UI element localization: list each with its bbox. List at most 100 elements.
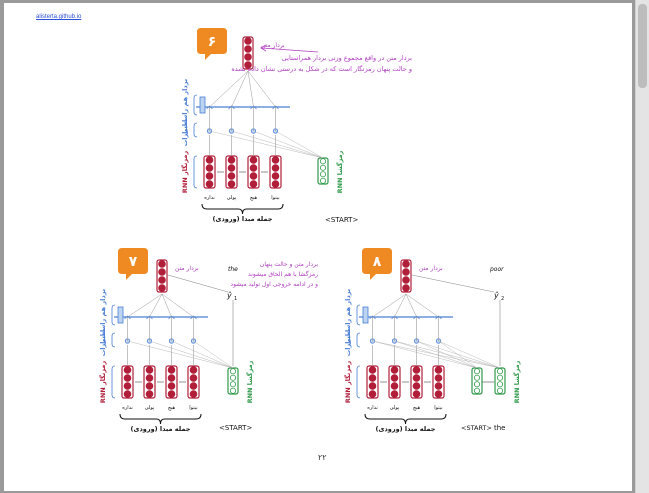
diagram_top-source-word: هیچ bbox=[250, 195, 258, 201]
svg-text:۸: ۸ bbox=[373, 254, 382, 270]
step-badge-8: ۸ bbox=[362, 248, 392, 280]
diagram_right-side-bracket bbox=[356, 365, 361, 399]
diagram_left-side-bracket bbox=[111, 332, 116, 348]
left-start-token: <START> bbox=[219, 424, 252, 432]
diagram_top-side-bracket bbox=[193, 122, 198, 138]
top-note-arrowhead bbox=[260, 44, 267, 52]
top-note-line: و حالت پنهان رمزنگار است که در شکل به در… bbox=[231, 65, 412, 73]
right-output-sub: 2 bbox=[501, 296, 504, 302]
diagram_top-context-vector bbox=[242, 36, 254, 70]
diagram_right-source-brace bbox=[364, 413, 447, 425]
diagram_top-source-caption: جمله مبدا (ورودی) bbox=[213, 215, 273, 223]
diagram_left-decoder-cell bbox=[227, 367, 239, 395]
step-badge-7: ۷ bbox=[118, 248, 148, 280]
diagram_left-scores-label: امتیازات bbox=[99, 330, 107, 357]
right-input-word: the bbox=[494, 424, 506, 432]
diagram_right-source-word: نداره bbox=[367, 405, 377, 411]
diagram_right-attention-highlight bbox=[362, 306, 369, 324]
diagram_left-side-bracket bbox=[111, 365, 116, 399]
diagram_top-source-brace bbox=[201, 203, 284, 215]
left-note-line: و در ادامه خروجی اول تولید میشود bbox=[230, 281, 318, 288]
diagram_top-context-label: بردار متن bbox=[261, 42, 285, 49]
svg-text:۶: ۶ bbox=[208, 34, 217, 50]
diagram_left-context-label: بردار متن bbox=[175, 265, 199, 272]
right-concat-line bbox=[411, 274, 495, 293]
diagram_top-side-bracket bbox=[193, 155, 198, 189]
diagram_left-attention-arrow bbox=[190, 315, 197, 320]
right-output-symbol: ŷ bbox=[493, 291, 499, 300]
diagram_left-source-word: بیتوا bbox=[189, 405, 197, 411]
left-output-symbol: ŷ bbox=[226, 291, 232, 300]
top-note-arrow bbox=[261, 47, 319, 53]
diagram_right-attention-label: بردار هم راستایی bbox=[344, 289, 352, 345]
diagram_right-context-vector bbox=[400, 259, 412, 293]
diagram_left-attention-highlight bbox=[117, 306, 124, 324]
diagram_top-encoder-label: RNN رمزنگار bbox=[181, 151, 189, 194]
diagram_right-encoder-cell bbox=[410, 365, 423, 399]
diagram_left-source-word: هیچ bbox=[168, 405, 176, 411]
left-concat-line bbox=[167, 274, 229, 293]
diagram_left-encoder-cell bbox=[187, 365, 200, 399]
diagram_right-source-caption: جمله مبدا (ورودی) bbox=[376, 425, 436, 433]
diagram_left-decoder-label: RNN رمزگشا bbox=[246, 360, 254, 403]
svg-text:۷: ۷ bbox=[129, 254, 138, 270]
diagram_top-source-word: بیتوا bbox=[271, 195, 279, 201]
diagram_left-context-vector bbox=[156, 259, 168, 293]
diagram_left-attention-arrow bbox=[124, 315, 131, 320]
left-note-line: بردار متن و حالت پنهان bbox=[260, 261, 318, 268]
top-start-token: <START> bbox=[325, 216, 358, 224]
diagram_right-side-bracket bbox=[356, 332, 361, 348]
diagram_left-attention-arrow bbox=[168, 315, 175, 320]
diagram_left-attention-label: بردار هم راستایی bbox=[99, 289, 107, 345]
header-link[interactable]: alisterta.github.io bbox=[36, 14, 82, 20]
vertical-scrollbar[interactable] bbox=[635, 0, 649, 493]
diagram_right-decoder-label: RNN رمزگشا bbox=[513, 360, 521, 403]
diagram_right-encoder-cell bbox=[388, 365, 401, 399]
diagram_right-attention-arrow bbox=[369, 315, 376, 320]
diagram_right-attention-arrow bbox=[413, 315, 420, 320]
diagram_right-context-label: بردار متن bbox=[419, 265, 443, 272]
right-output-word: poor bbox=[489, 266, 504, 273]
diagram_right-attention-arrow bbox=[391, 315, 398, 320]
diagram_top-scores-label: امتیازات bbox=[181, 120, 189, 147]
diagram_left-source-word: پولی bbox=[145, 405, 155, 411]
diagram_top-decoder-label: RNN رمزگشا bbox=[336, 150, 344, 193]
page-number: ۲۲ bbox=[318, 453, 327, 462]
left-note-line: رمزگشا با هم الحاق میشوند bbox=[248, 270, 318, 278]
step-badge-6: ۶ bbox=[197, 28, 227, 60]
diagram_right-side-bracket bbox=[356, 304, 361, 326]
diagram_top-attention-arrow bbox=[228, 105, 235, 110]
diagram_top-attention-highlight bbox=[199, 96, 206, 114]
diagram_left-encoder-cell bbox=[121, 365, 134, 399]
diagram_right-decoder-cell bbox=[471, 367, 483, 395]
diagram_right-encoder-label: RNN رمزنگار bbox=[344, 361, 352, 404]
right-start-token: <START> bbox=[461, 424, 492, 432]
diagram_right-source-word: پولی bbox=[390, 405, 400, 411]
diagram_top-attention-label: بردار هم راستایی bbox=[181, 79, 189, 135]
diagram_left-encoder-label: RNN رمزنگار bbox=[99, 361, 107, 404]
diagram_top-decoder-cell bbox=[317, 157, 329, 185]
diagram_top-encoder-cell bbox=[247, 155, 260, 189]
diagram_right-source-word: بیتوا bbox=[434, 405, 442, 411]
diagram_top-encoder-cell bbox=[225, 155, 238, 189]
scroll-thumb[interactable] bbox=[638, 4, 647, 88]
diagram_right-encoder-cell bbox=[432, 365, 445, 399]
diagram_right-decoder-cell bbox=[494, 367, 506, 395]
diagram_top-attention-arrow bbox=[272, 105, 279, 110]
diagram_right-source-word: هیچ bbox=[413, 405, 421, 411]
diagram_right-encoder-cell bbox=[366, 365, 379, 399]
diagram_top-encoder-cell bbox=[269, 155, 282, 189]
diagram_top-source-word: نداره bbox=[204, 195, 214, 201]
document-page bbox=[4, 3, 632, 491]
diagram_top-attention-arrow bbox=[206, 105, 213, 110]
diagram_top-side-bracket bbox=[193, 94, 198, 116]
diagram_left-encoder-cell bbox=[165, 365, 178, 399]
diagram_top-source-word: پولی bbox=[227, 195, 237, 201]
diagram_left-source-word: نداره bbox=[122, 405, 132, 411]
left-output-word: the bbox=[228, 266, 238, 273]
top-note-line: بردار متن در واقع مجموع وزنی بردار همراس… bbox=[282, 54, 412, 62]
left-output-sub: 1 bbox=[234, 296, 237, 302]
diagram_left-source-caption: جمله مبدا (ورودی) bbox=[131, 425, 191, 433]
diagram_right-attention-arrow bbox=[435, 315, 442, 320]
